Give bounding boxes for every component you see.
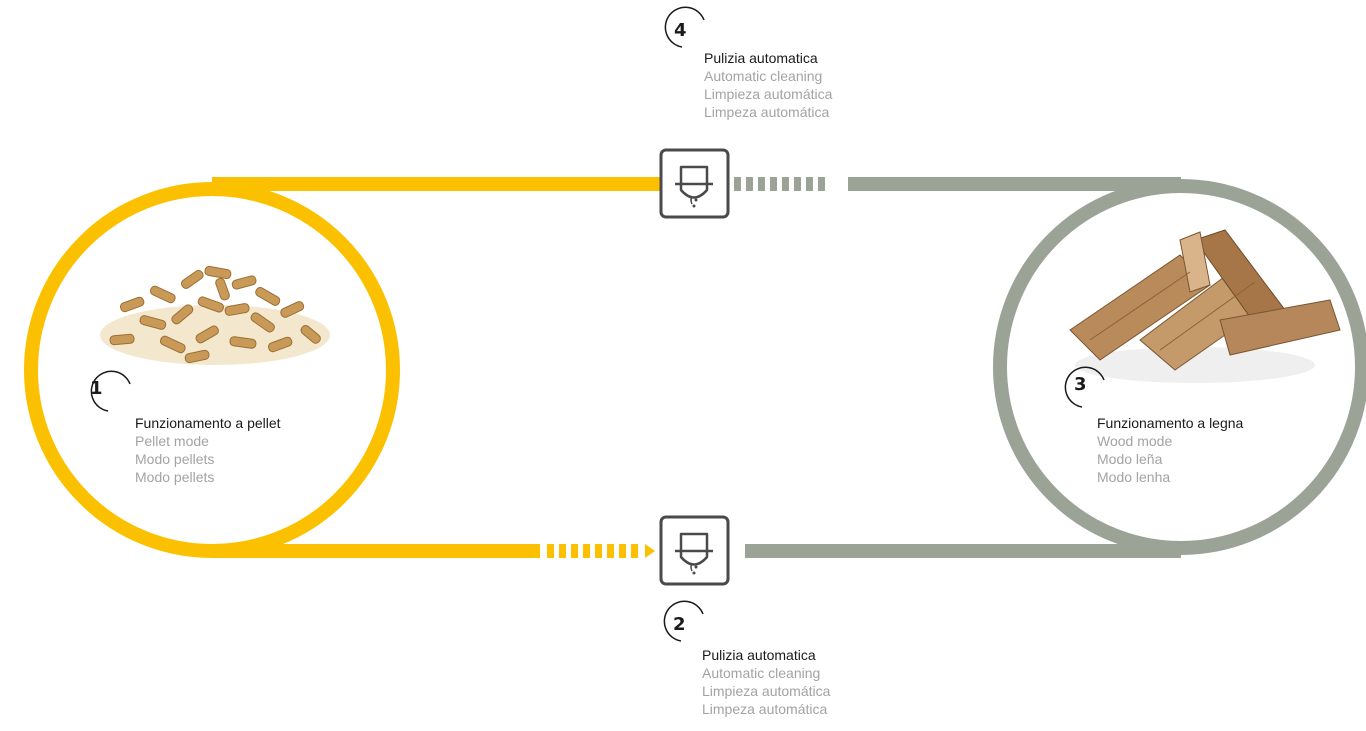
step-1-translation-en: Pellet mode [135,432,281,450]
step-1-number: 1 [90,378,103,399]
wood-pellets-image [100,266,330,365]
step-3-translation-pt: Modo lenha [1097,468,1243,486]
top-track-wood [848,177,1181,191]
bottom-track-pellet [212,544,540,558]
step-1-translation-pt: Modo pellets [135,468,281,486]
step-4-translation-es: Limpieza automática [704,85,832,103]
step-2-number: 2 [673,614,686,635]
step-2-title: Pulizia automatica [702,646,830,664]
step-1-translation-es: Modo pellets [135,450,281,468]
step-2-label: Pulizia automatica Automatic cleaning Li… [702,646,830,718]
pellet-ring [31,189,393,551]
step-2-cleaning-icon [661,517,728,584]
step-3-label: Funzionamento a legna Wood mode Modo leñ… [1097,414,1243,486]
step-3-title: Funzionamento a legna [1097,414,1243,432]
top-track-dashes [734,177,825,191]
firewood-logs-image [1070,230,1340,383]
step-4-cleaning-icon [661,150,728,217]
step-4-label: Pulizia automatica Automatic cleaning Li… [704,49,832,121]
step-2-translation-en: Automatic cleaning [702,664,830,682]
bottom-track-wood [745,544,1181,558]
step-2-translation-pt: Limpeza automática [702,700,830,718]
step-4-translation-en: Automatic cleaning [704,67,832,85]
step-3-number: 3 [1074,374,1087,395]
step-1-title: Funzionamento a pellet [135,414,281,432]
step-3-translation-es: Modo leña [1097,450,1243,468]
step-2-translation-es: Limpieza automática [702,682,830,700]
step-4-number: 4 [674,20,687,41]
step-4-title: Pulizia automatica [704,49,832,67]
top-track-pellet [212,177,660,191]
step-3-translation-en: Wood mode [1097,432,1243,450]
bottom-track-dashes [547,544,638,558]
step-1-label: Funzionamento a pellet Pellet mode Modo … [135,414,281,486]
bottom-arrow-head [645,544,655,558]
step-4-translation-pt: Limpeza automática [704,103,832,121]
